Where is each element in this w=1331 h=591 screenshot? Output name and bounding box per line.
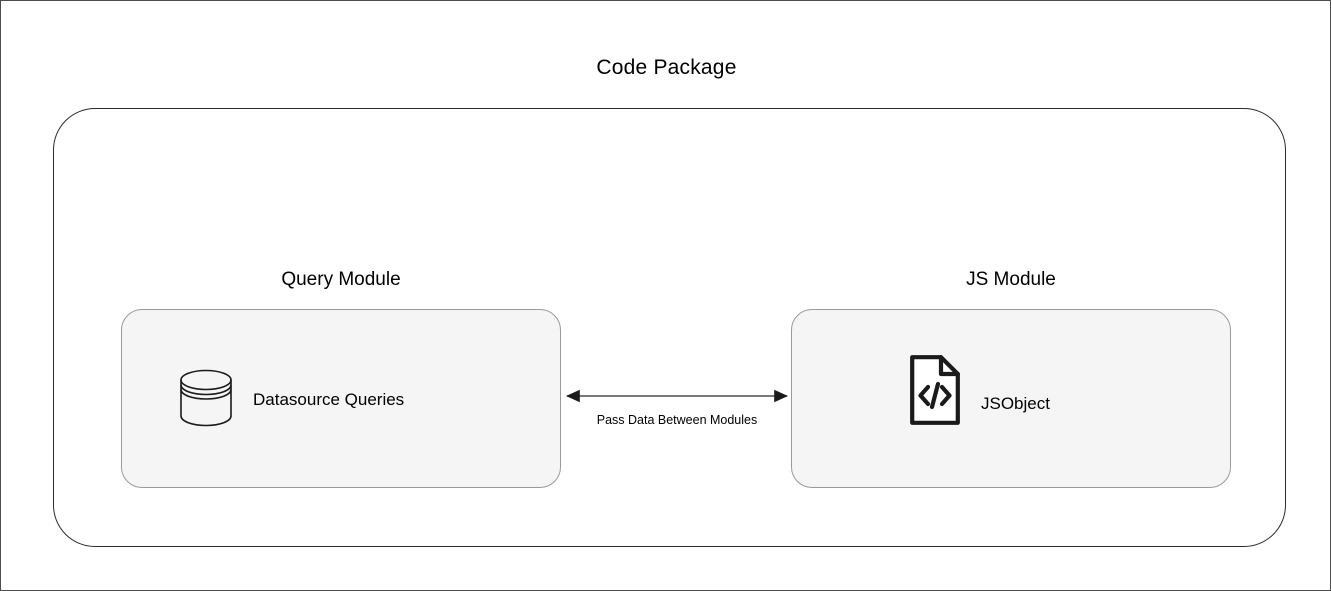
connector-label: Pass Data Between Modules	[596, 413, 758, 427]
database-icon	[179, 369, 233, 427]
entity-label-jsobject: JSObject	[981, 394, 1050, 413]
query-module-content: Datasource Queries	[179, 369, 404, 427]
entity-label-datasource-queries: Datasource Queries	[253, 390, 405, 409]
module-title-query: Query Module	[281, 269, 401, 290]
code-file-icon	[909, 354, 961, 426]
connector-arrow	[566, 389, 788, 403]
page-title: Code Package	[596, 56, 737, 79]
module-box-js[interactable]	[791, 309, 1231, 488]
js-module-content: JSObject	[909, 354, 1050, 426]
module-title-js: JS Module	[966, 269, 1056, 290]
